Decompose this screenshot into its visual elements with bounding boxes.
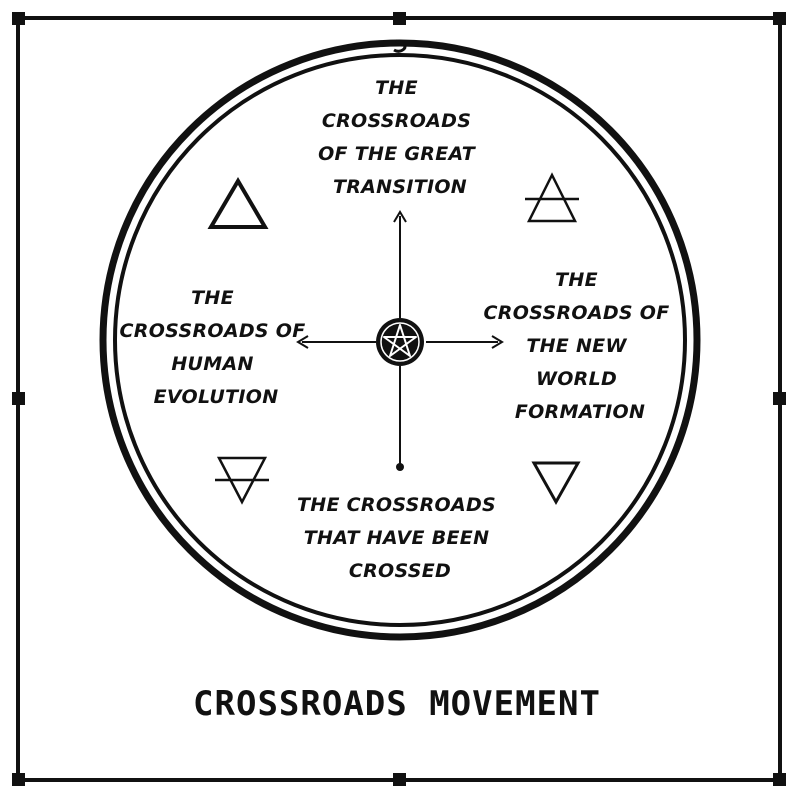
frame-handle-bottom-center xyxy=(393,773,406,786)
pentagram-emblem-icon xyxy=(376,318,424,366)
frame-handle-bottom-right xyxy=(773,773,786,786)
outer-frame xyxy=(12,12,786,786)
left-quadrant-label: THE CROSSROADS OF HUMAN EVOLUTION xyxy=(120,287,313,408)
footer-title: CROSSROADS MOVEMENT xyxy=(193,684,601,724)
arrow-right-icon xyxy=(491,335,504,349)
crossroads-arrows xyxy=(296,210,504,471)
air-triangle-icon xyxy=(525,172,579,223)
frame-handle-top-left xyxy=(12,12,25,25)
top-quadrant-label: THE CROSSROADS OF THE GREAT TRANSITION xyxy=(318,77,482,198)
right-quadrant-label: THE CROSSROADS OF THE NEW WORLD FORMATIO… xyxy=(484,269,677,423)
frame-handle-top-right xyxy=(773,12,786,25)
arrow-up-icon xyxy=(393,210,407,223)
frame-handle-bottom-left xyxy=(12,773,25,786)
frame-handle-top-center xyxy=(393,12,406,25)
arrow-end-dot-icon xyxy=(396,463,404,471)
water-triangle-icon xyxy=(531,461,581,506)
frame-handle-middle-right xyxy=(773,392,786,405)
fire-triangle-icon xyxy=(207,177,269,229)
bottom-quadrant-label: THE CROSSROADS THAT HAVE BEEN CROSSED xyxy=(297,494,503,582)
arrow-left-icon xyxy=(296,335,309,349)
circle-clasp-icon xyxy=(393,39,407,53)
frame-handle-middle-left xyxy=(12,392,25,405)
earth-triangle-icon xyxy=(215,456,269,505)
circle-border xyxy=(99,39,701,641)
